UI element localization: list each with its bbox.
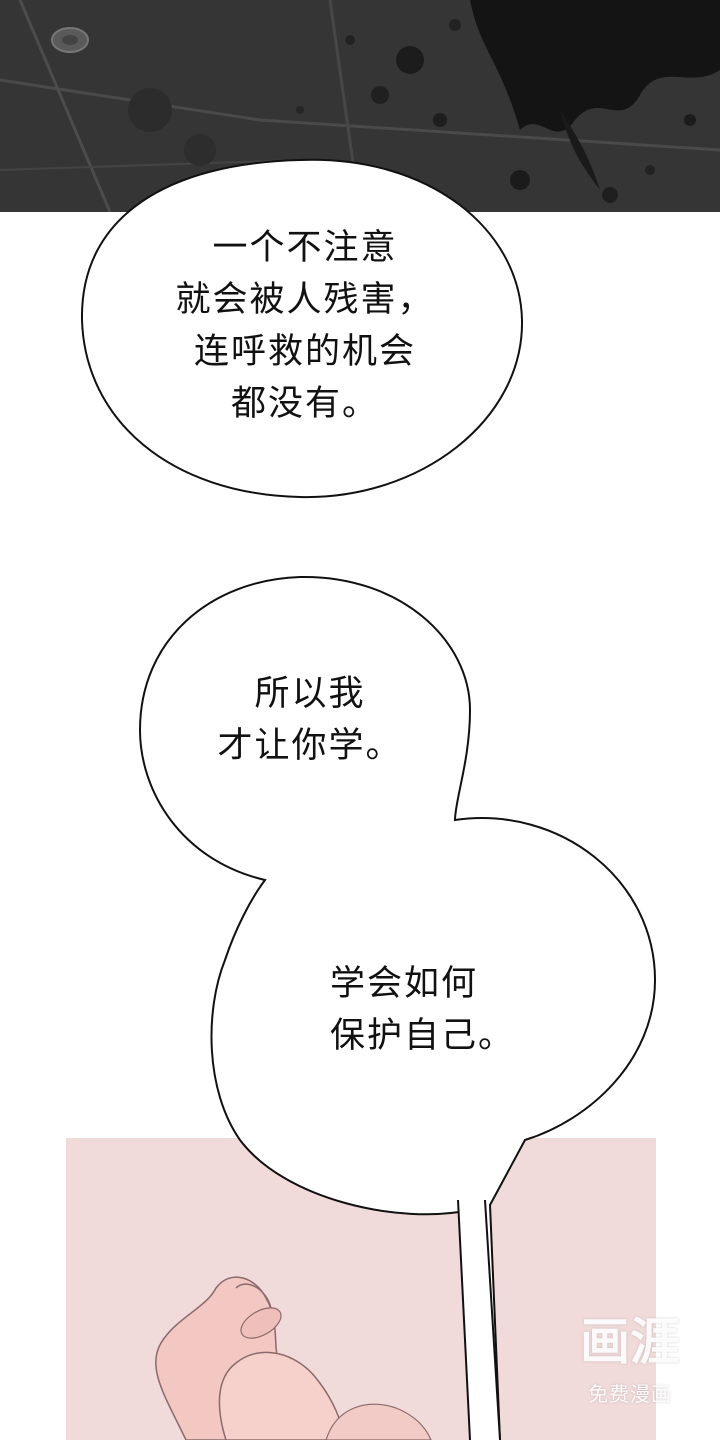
bubble-2-text: 所以我 才让你学。 [217, 674, 403, 766]
speech-bubble-1 [80, 158, 524, 499]
speech-bubble-2-3 [138, 575, 657, 1440]
floor-scene-art [0, 0, 720, 212]
watermark: 画涯 免费漫画 [560, 1310, 700, 1420]
watermark-subtitle: 免费漫画 [588, 1382, 672, 1406]
dark-floor-panel [0, 0, 720, 212]
watermark-logo: 画涯 [580, 1313, 680, 1371]
bubble-3-text: 学会如何 保护自己。 [330, 964, 516, 1056]
bubble-1-text: 一个不注意 就会被人残害， 连呼救的机会 都没有。 [175, 228, 435, 424]
